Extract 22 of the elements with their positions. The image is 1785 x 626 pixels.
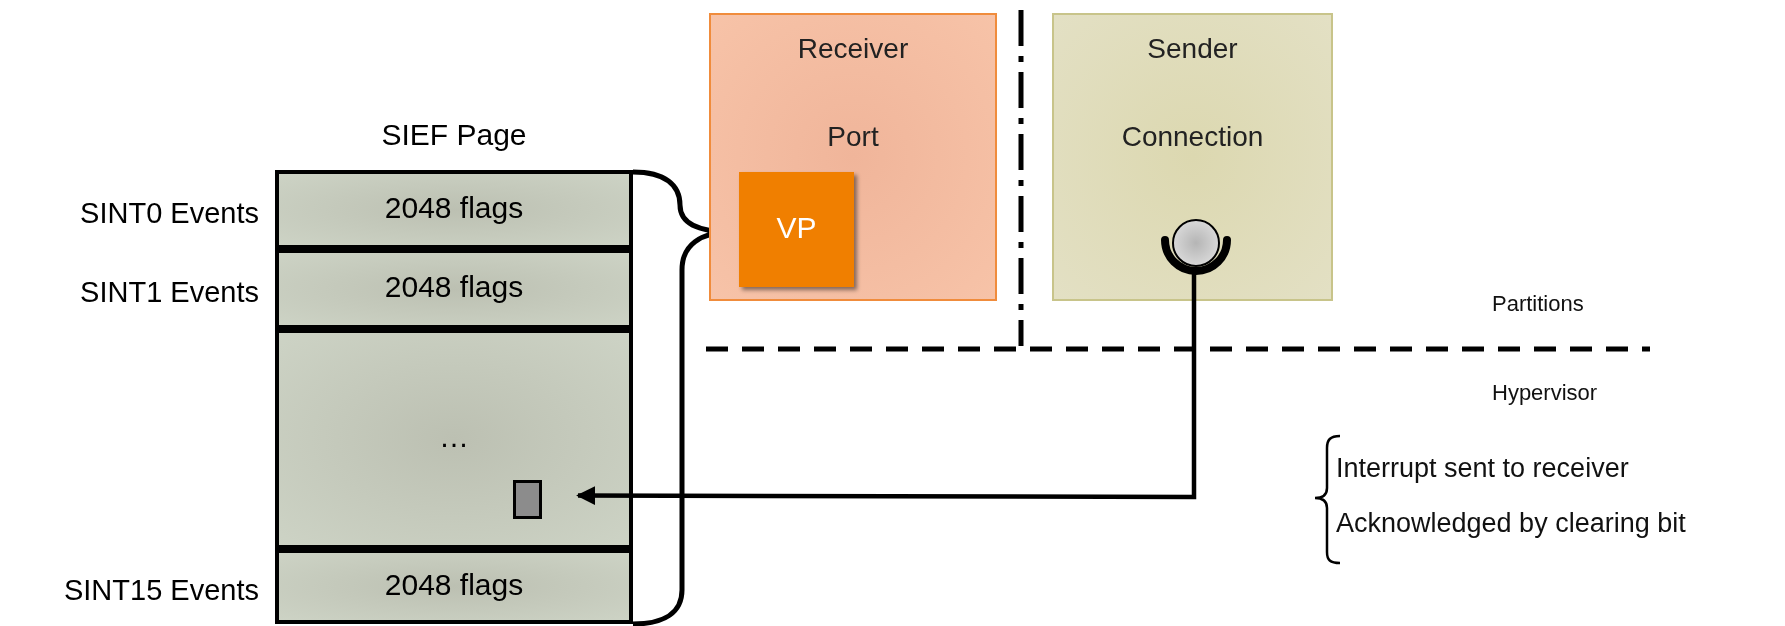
arrow bbox=[576, 274, 1197, 505]
label: … bbox=[439, 420, 469, 455]
processor-box bbox=[739, 172, 854, 287]
partition-box bbox=[709, 13, 997, 301]
label: 2048 flags bbox=[384, 190, 524, 225]
label: 2048 flags bbox=[384, 270, 524, 305]
row-label: SINT0 Events bbox=[80, 196, 259, 230]
label: VP bbox=[776, 210, 817, 245]
row-label: SINT1 Events bbox=[80, 275, 259, 309]
layer-label: Hypervisor bbox=[1492, 380, 1598, 406]
row-label: SINT15 Events bbox=[63, 573, 259, 607]
label: 2048 flags bbox=[384, 567, 524, 602]
bit-marker bbox=[513, 480, 542, 519]
heading: Receiver bbox=[797, 33, 909, 65]
partition-box bbox=[1052, 13, 1333, 301]
note-text: Interrupt sent to receiver bbox=[1336, 453, 1629, 484]
heading: SIEF Page bbox=[381, 118, 527, 152]
label: Connection bbox=[1121, 121, 1264, 153]
layer-label: Partitions bbox=[1492, 291, 1584, 317]
note-text: Acknowledged by clearing bit bbox=[1336, 508, 1686, 539]
label: Port bbox=[827, 121, 879, 153]
heading: Sender bbox=[1147, 33, 1238, 65]
